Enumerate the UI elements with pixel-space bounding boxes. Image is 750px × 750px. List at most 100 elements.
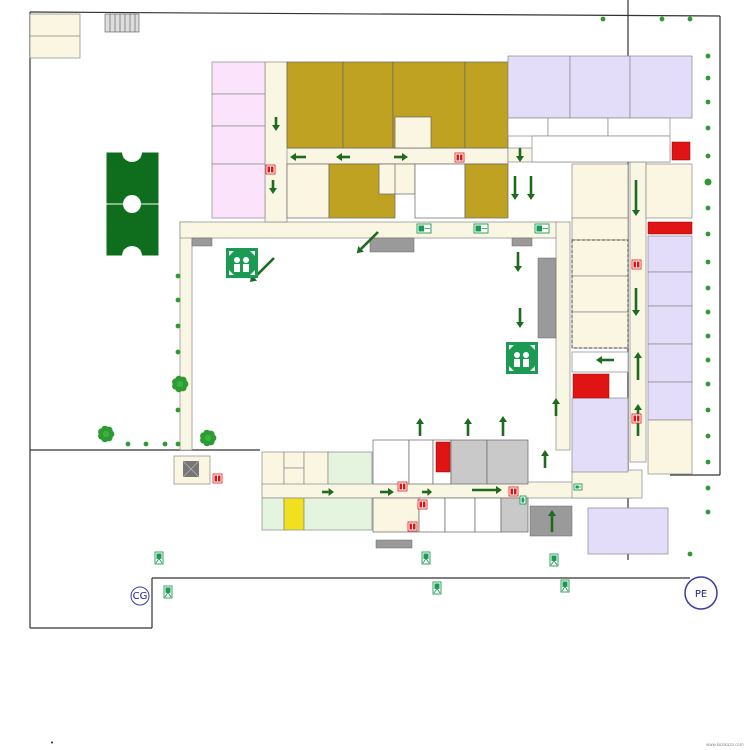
hedge-dot bbox=[705, 259, 711, 265]
emergency-exit-icon bbox=[432, 581, 442, 595]
corridor-north-main bbox=[179, 221, 559, 239]
evacuation-arrow-icon bbox=[516, 148, 524, 162]
corridor-south-east bbox=[571, 469, 643, 499]
corridor-pink bbox=[264, 61, 288, 223]
fire-extinguisher-icon bbox=[631, 259, 642, 270]
emergency-exit-icon bbox=[573, 483, 583, 491]
trees bbox=[98, 375, 217, 447]
hedge-dot bbox=[705, 99, 711, 105]
gate-kiosk bbox=[173, 455, 211, 485]
hedge-dot bbox=[175, 273, 181, 279]
evacuation-arrow-icon bbox=[548, 510, 556, 532]
hedge-dot bbox=[175, 407, 181, 413]
hedge-dot bbox=[705, 153, 711, 159]
hedge-dot bbox=[705, 357, 711, 363]
building-lavender-top bbox=[507, 55, 693, 163]
evacuation-arrow-icon bbox=[632, 180, 640, 216]
hedge-dot bbox=[705, 309, 711, 315]
evacuation-arrow-icon bbox=[422, 488, 432, 496]
building-south-middle bbox=[372, 439, 529, 533]
meeting-point-marker: PE bbox=[684, 576, 718, 610]
hedge-dot bbox=[705, 509, 711, 515]
hedge-dot bbox=[175, 441, 181, 447]
evacuation-arrow-icon bbox=[290, 153, 306, 161]
emergency-exit-icon bbox=[421, 551, 431, 565]
evacuation-arrow-icon bbox=[516, 308, 524, 328]
assembly-point-icon bbox=[226, 248, 258, 278]
hedge-dot bbox=[705, 333, 711, 339]
tree-icon bbox=[200, 429, 217, 447]
fire-extinguisher-icon bbox=[417, 499, 428, 510]
emergency-exit-icon bbox=[560, 579, 570, 593]
hedge-dot bbox=[125, 441, 131, 447]
emergency-exit-icon bbox=[416, 223, 432, 234]
red-staircases bbox=[435, 141, 693, 473]
hedge-dot bbox=[705, 53, 711, 59]
fire-extinguisher-icon bbox=[265, 164, 276, 175]
corner-marker: • bbox=[50, 739, 54, 747]
fire-extinguisher-icon bbox=[407, 521, 418, 532]
hedge-dot bbox=[705, 125, 711, 131]
evacuation-arrow-icon bbox=[596, 356, 614, 364]
building-olive bbox=[286, 61, 509, 219]
building-pink bbox=[211, 61, 266, 219]
building-east-beige bbox=[571, 163, 693, 373]
evacuation-arrow-icon bbox=[499, 416, 507, 436]
hedge-dot bbox=[162, 441, 168, 447]
hedge-dot bbox=[175, 323, 181, 329]
evacuation-arrow-icon bbox=[416, 418, 424, 436]
fire-extinguisher-icon bbox=[631, 413, 642, 424]
evacuation-arrow-icon bbox=[269, 180, 277, 194]
hedge-dot bbox=[705, 407, 711, 413]
hedge-dots bbox=[125, 16, 712, 557]
building-lavender-east bbox=[571, 235, 693, 475]
assembly-point-icon bbox=[506, 342, 538, 374]
evacuation-arrow-icon bbox=[356, 231, 379, 254]
evacuation-arrow-icon bbox=[394, 153, 408, 161]
hedge-dot bbox=[600, 16, 606, 22]
fire-extinguisher-icon bbox=[454, 152, 465, 163]
fire-extinguisher-icon bbox=[397, 481, 408, 492]
emergency-exit-icon bbox=[154, 551, 164, 565]
gate-label: CG bbox=[133, 591, 148, 602]
emergency-exit-signs bbox=[154, 223, 583, 599]
evacuation-arrow-icon bbox=[632, 288, 640, 316]
hedge-dot bbox=[705, 285, 711, 291]
hedge-dot bbox=[175, 349, 181, 355]
evacuation-arrow-icon bbox=[272, 117, 280, 131]
hedge-dot bbox=[687, 16, 693, 22]
hedge-dot bbox=[705, 75, 711, 81]
fire-extinguishers bbox=[212, 152, 642, 532]
building-lavender-south bbox=[587, 507, 669, 555]
tree-icon bbox=[172, 375, 189, 393]
evacuation-arrow-icon bbox=[527, 176, 535, 200]
east-dashed-partition bbox=[571, 239, 629, 349]
evacuation-arrow-icon bbox=[380, 488, 394, 496]
evacuation-arrow-icon bbox=[336, 153, 350, 161]
building-south-west bbox=[261, 451, 373, 531]
hedge-dot bbox=[143, 441, 149, 447]
evacuation-arrow-icon bbox=[464, 418, 472, 436]
emergency-exit-icon bbox=[519, 495, 527, 505]
hedge-dot bbox=[705, 231, 711, 237]
emergency-exit-icon bbox=[549, 553, 559, 567]
corridor-west bbox=[179, 221, 193, 451]
evacuation-arrow-icon bbox=[322, 488, 334, 496]
footer-text: www.kozikaza.com bbox=[706, 742, 744, 747]
hedge-dot bbox=[704, 178, 712, 186]
evacuation-arrow-icon bbox=[634, 352, 642, 380]
corridor-east-main bbox=[555, 221, 571, 451]
hedge-dot bbox=[659, 16, 665, 22]
hedge-dot bbox=[705, 205, 711, 211]
evacuation-arrow-icon bbox=[541, 450, 549, 468]
evacuation-arrow-icon bbox=[472, 486, 502, 494]
hedge-dot bbox=[705, 485, 711, 491]
evacuation-arrow-icon bbox=[514, 252, 522, 272]
hedge-dot bbox=[705, 381, 711, 387]
evacuation-arrow-icon bbox=[511, 176, 519, 200]
hedge-dot bbox=[175, 297, 181, 303]
gate-marker: CG bbox=[130, 586, 150, 606]
emergency-exit-icon bbox=[473, 223, 489, 234]
evacuation-arrow-icon bbox=[552, 398, 560, 416]
